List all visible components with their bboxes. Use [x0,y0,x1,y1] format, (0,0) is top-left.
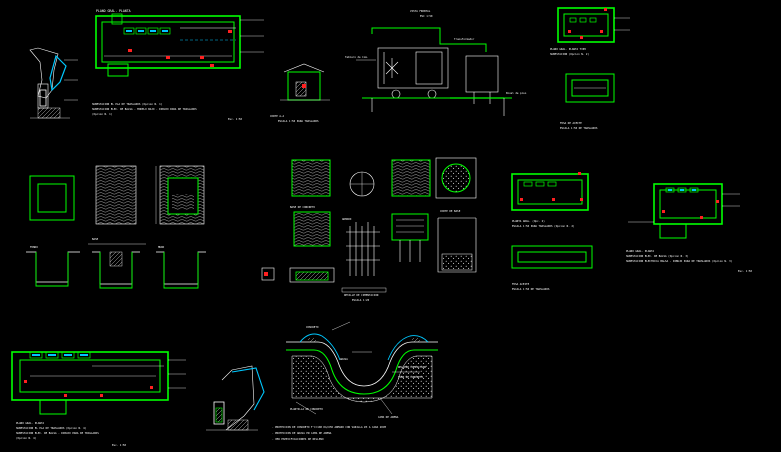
far-right-note-1: SUBESTACION ELEC. DE BALSA (Opcion N. 3) [626,254,689,258]
far-right-scale: Esc. 1:50 [738,269,752,273]
small-section-detail: CORTE A-A ESCALA 1:50 PARA TRASLADOS [270,63,330,123]
top-left-note-2: SUBESTACION ELEC. DE BALSA - MODELO BAJO… [92,107,197,111]
mid-right-plan: PLANTA GRAL. (Opc. 2) ESCALA 1:50 PARA T… [511,172,593,291]
top-right-plan: PLANO GRAL. PLANTA TIPO SUBESTACION (Opc… [550,7,630,130]
far-right-note-2: SUBESTACION ELECTRICA BALSA - DIBUJO PAR… [626,259,733,263]
mid-right-pit-note: ESCALA 1:50 DE TRASLADOS [512,287,550,291]
elevation-title: VISTA FRONTAL [410,9,431,13]
center-detail-title: DETALLE DE CIMENTACION [344,293,379,297]
bottom-left-plan: PLANO GRAL. PLANTA SUBESTACION EL PLA DE… [11,351,186,447]
top-left-substation-plan: PLANO GRAL. PLANTA SUBESTACION EL PLA DE… [29,9,264,121]
pit-base-label-2: MURO [158,245,165,249]
bottom-left-note-1: SUBESTACION EL PLA DE TRASLADOS (Opcion … [16,426,87,430]
mid-right-title: PLANTA GRAL. (Opc. 2) [512,219,545,223]
trench-label-pipe: TUBO DE CONCRETO [398,375,423,379]
top-right-pit-title: FOSA DE ACEITE [560,121,582,125]
pit-base-label-1: BASE [92,237,99,241]
mid-right-note: ESCALA 1:50 PARA TRASLADOS (Opcion N. 2) [512,224,575,228]
trench-label-gravel: GRAVA [340,357,348,361]
pit-plans-sections: BASE MURO FONDO [26,165,206,289]
elevation-transformer: VISTA FRONTAL ESC 1:50 Tablero de Com. T… [345,9,527,116]
bottom-left-title: PLANO GRAL. PLANTA [16,421,45,425]
top-right-pit-note: ESCALA 1:50 DE TRASLADOS [560,126,598,130]
top-left-scale: Esc. 1:50 [228,117,242,121]
trench-note-1: - PROTECCION DE CONCRETO F'C=100 KG/CM2 … [272,425,386,429]
top-left-note-3: (Opcion N. 1) [92,112,113,116]
bottom-left-note-2: SUBESTACION ELEC. DE BALSA - DIBUJO PARA… [16,431,99,435]
trench-note-2: - PROTECCION DE GRAVA EN CAMA DE ARENA [272,431,332,435]
trench-label-sand: CAMA DE ARENA [378,415,399,419]
far-right-title: PLANO GRAL. PLANTA [626,249,655,253]
center-section-label: CORTE DE BASE [440,209,461,213]
center-base-label: BASE DE CONCRETO [290,205,315,209]
bottom-left-note-3: (Opcion N. 4) [16,436,37,440]
small-section-note: ESCALA 1:50 PARA TRASLADOS [278,119,319,123]
elevation-right-label: Transformador [454,37,475,41]
trench-section: CONCRETO GRAVA RELLENO COMPACTADO TUBO D… [272,321,438,441]
trench-label-backfill: RELLENO COMPACTADO [398,365,427,369]
pit-base-label-3: FONDO [30,245,38,249]
elevation-left-label: Tablero de Com. [345,55,368,59]
far-right-plan: PLANO GRAL. PLANTA SUBESTACION ELEC. DE … [626,183,752,273]
top-right-plan-note: SUBESTACION (Opcion N. 2) [550,52,589,56]
mid-right-pit-title: FOSA ACEITE [512,282,530,286]
trench-note-3: - VER ESPECIFICACIONES DE RELLENO [272,437,324,441]
bottom-side-view [206,365,265,431]
elevation-ground-label: Nivel de piso [506,91,527,95]
top-right-plan-title: PLANO GRAL. PLANTA TIPO [550,47,586,51]
elevation-subtitle: ESC 1:50 [420,14,433,18]
bottom-left-scale: Esc. 1:50 [112,443,126,447]
center-detail-note: ESCALA 1:20 [352,298,370,302]
top-left-plan-title: PLANO GRAL. PLANTA [96,9,131,13]
trench-label-slab: PLANTILLA DE CONCRETO [290,407,323,411]
center-foundation-details: DETALLE DE CIMENTACION ESCALA 1:20 BASE … [261,157,477,302]
center-rebar-label: ARMADO [342,217,352,221]
trench-label-concrete: CONCRETO [306,325,319,329]
small-section-title: CORTE A-A [270,114,284,118]
top-left-note-1: SUBESTACION EL PLA DE TRASLADOS (Opcion … [92,102,163,106]
